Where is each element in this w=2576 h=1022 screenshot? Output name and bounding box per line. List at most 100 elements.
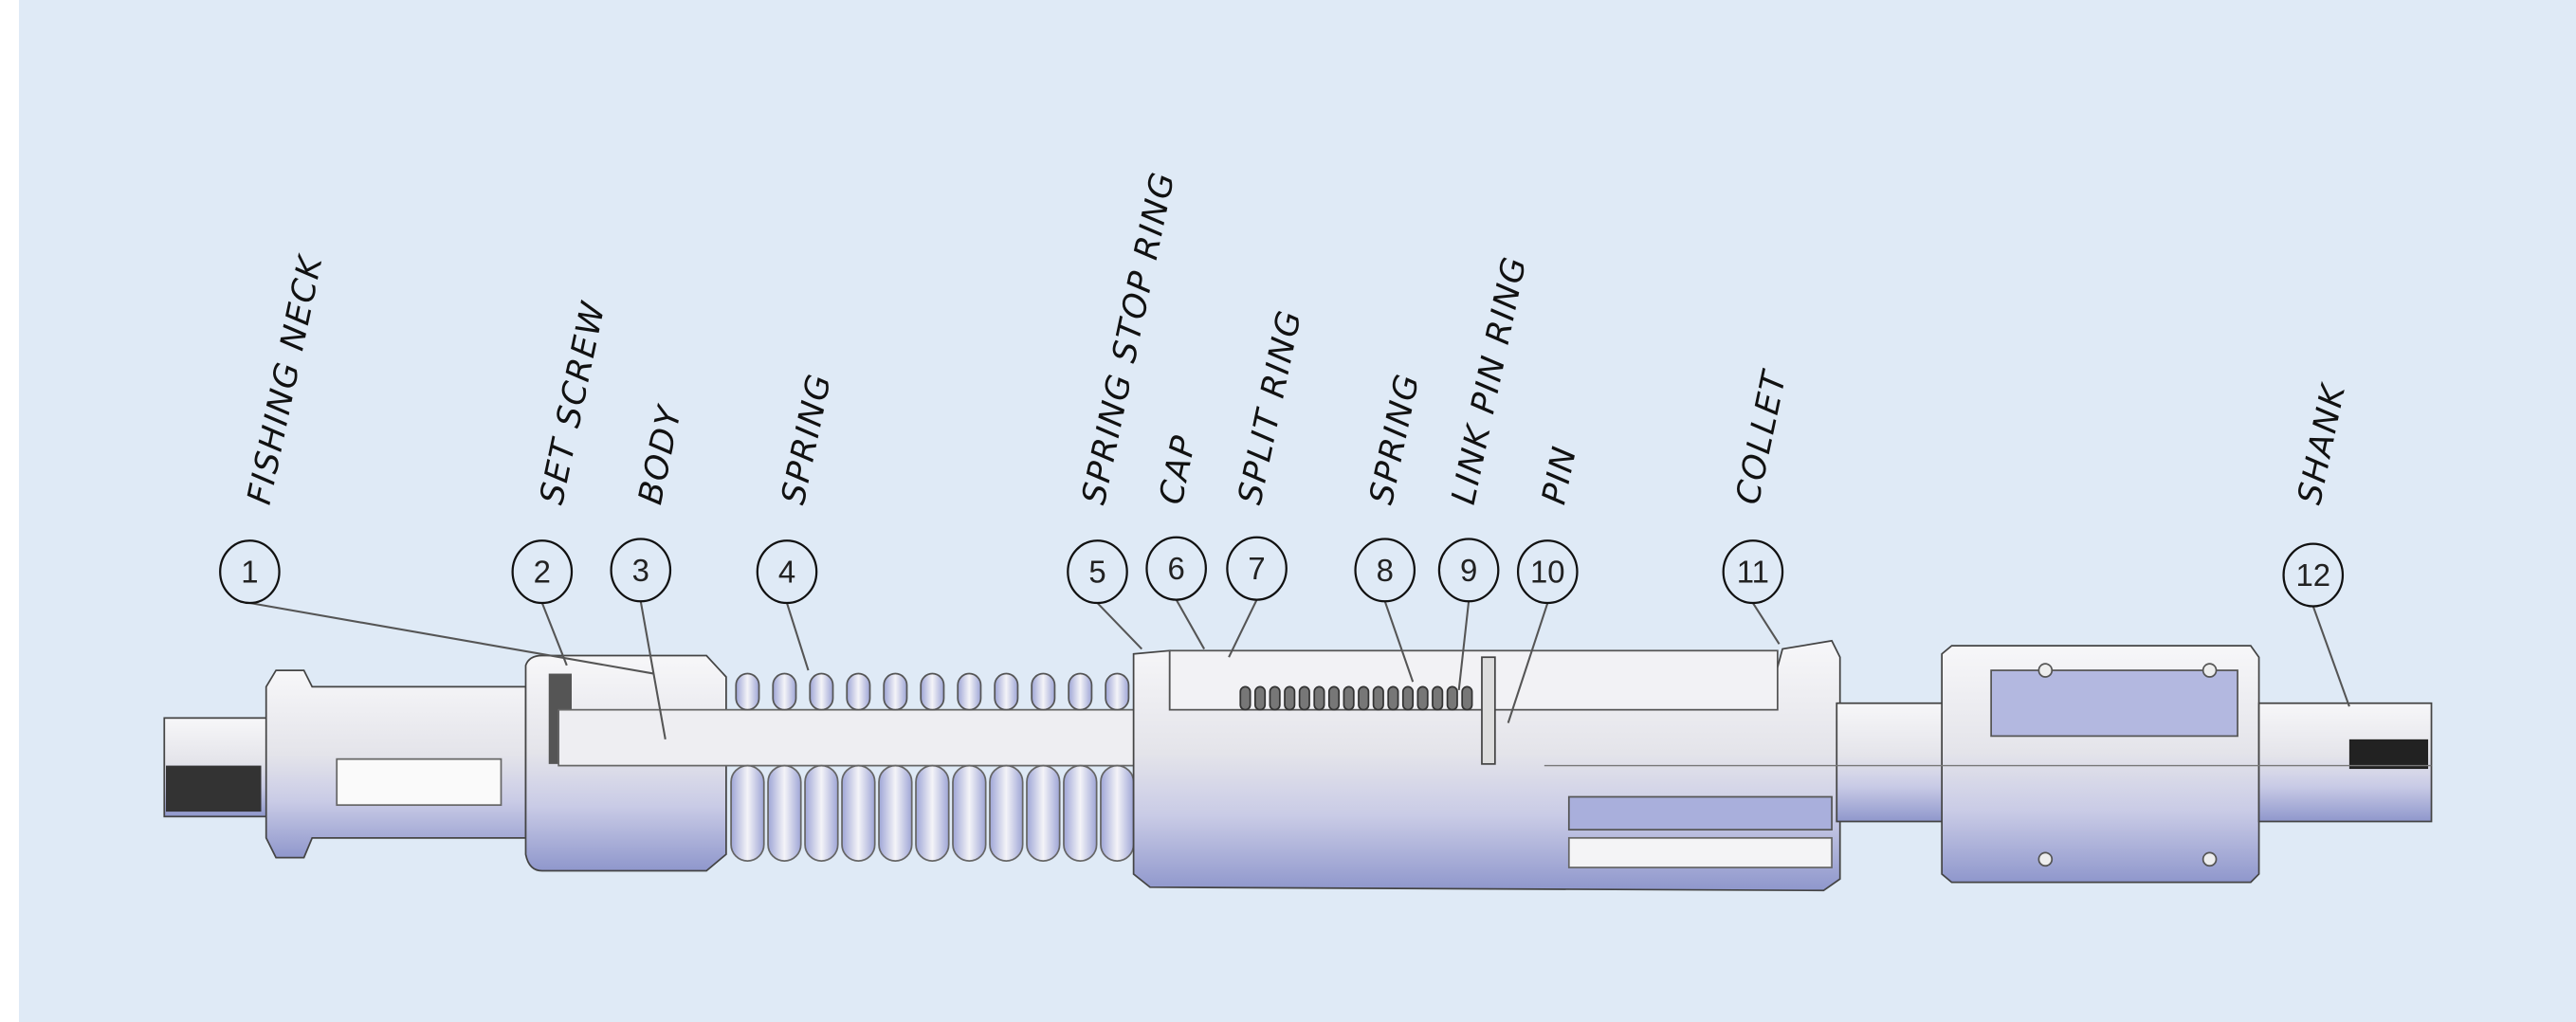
callout-circle (1722, 539, 1784, 605)
thread-right (2348, 739, 2429, 770)
leader-line (1175, 599, 1206, 650)
coil-small (1343, 685, 1355, 711)
spring-4-coils (730, 672, 1135, 862)
coil-small (1416, 685, 1429, 711)
coil-bottom (1063, 764, 1098, 862)
shank-bolt (2037, 663, 2054, 678)
coil-top (809, 672, 834, 711)
leader-line (1507, 602, 1549, 723)
part-number: 3 (632, 553, 649, 588)
callout-circle (511, 539, 574, 605)
coil-small (1401, 685, 1415, 711)
inner-shaft (557, 708, 1151, 767)
coil-small (1387, 685, 1399, 711)
callout-circle (2282, 542, 2345, 608)
coil-top (1068, 672, 1093, 711)
coil-bottom (730, 764, 765, 862)
part-label: BODY (631, 401, 689, 508)
coil-bottom (989, 764, 1024, 862)
part-number: 2 (534, 555, 551, 590)
leader-line (1383, 600, 1415, 683)
part-label: SPRING (1362, 370, 1427, 508)
coil-small (1327, 685, 1341, 711)
coil-small (1253, 685, 1267, 711)
coil-top (735, 672, 760, 711)
thread-left (166, 765, 262, 812)
callout-6: 6 CAP (1145, 431, 1207, 650)
callout-circle (756, 539, 818, 605)
tool-body (163, 639, 2433, 892)
callout-2: 2 SET SCREW (511, 298, 613, 666)
leader-line (2311, 606, 2350, 707)
coil-small (1446, 685, 1458, 711)
part-label: FISHING NECK (241, 250, 331, 508)
middle-shaft (1836, 702, 1946, 823)
coil-small (1298, 685, 1310, 711)
coil-bottom (1100, 764, 1135, 862)
part-label: SPRING (775, 370, 839, 508)
coil-top (846, 672, 871, 711)
coil-bottom (878, 764, 913, 862)
callout-circle (1516, 539, 1579, 605)
part-label: SET SCREW (533, 298, 612, 508)
shank-bolt (2201, 663, 2218, 678)
leader-line (249, 602, 654, 675)
coil-bottom (841, 764, 876, 862)
callout-circle (1067, 539, 1128, 605)
part-number: 9 (1460, 553, 1477, 588)
part-number: 10 (1530, 555, 1565, 590)
coil-top (957, 672, 982, 711)
leader-line (1457, 601, 1471, 690)
callout-circle (1226, 536, 1288, 601)
callout-circle (219, 539, 281, 605)
shank-bolt (2201, 851, 2218, 867)
part-number: 7 (1248, 551, 1265, 586)
callout-8: 8 SPRING (1354, 370, 1428, 683)
coil-bottom (804, 764, 839, 862)
shank-bolt (2037, 851, 2054, 867)
part-label: CAP (1153, 431, 1205, 508)
collet-finger (1567, 795, 1833, 831)
callout-3: 3 BODY (610, 401, 690, 740)
part-number: 6 (1168, 551, 1185, 586)
pin (1481, 656, 1496, 765)
part-number: 11 (1737, 555, 1769, 590)
coil-top (1031, 672, 1056, 711)
part-number: 1 (241, 555, 258, 590)
spring-8-coils (1239, 685, 1473, 711)
part-number: 12 (2295, 557, 2330, 593)
coil-small (1432, 685, 1444, 711)
housing-upper (1168, 649, 1779, 711)
coil-top (920, 672, 945, 711)
callout-11: 11 COLLET (1722, 366, 1795, 645)
leader-line (639, 601, 667, 740)
part-label: LINK PIN RING (1445, 252, 1535, 507)
coil-top (1105, 672, 1130, 711)
leader-line (1096, 602, 1143, 650)
coil-bottom (1026, 764, 1061, 862)
coil-bottom (767, 764, 802, 862)
coil-small (1461, 685, 1473, 711)
part-number: 5 (1088, 555, 1105, 590)
leader-line (540, 602, 568, 666)
part-label: COLLET (1729, 366, 1795, 508)
callout-12: 12 SHANK (2282, 379, 2354, 707)
part-label: SHANK (2291, 379, 2353, 508)
part-number: 8 (1377, 553, 1394, 588)
part-label: PIN (1535, 442, 1584, 507)
fishing-neck-window (336, 757, 502, 807)
coil-bottom (952, 764, 987, 862)
coil-small (1313, 685, 1325, 711)
leader-line (1228, 599, 1258, 658)
shank-window (1990, 669, 2238, 738)
coil-top (883, 672, 908, 711)
coil-small (1372, 685, 1384, 711)
callout-circle (1437, 538, 1500, 603)
callout-circle (1145, 536, 1207, 601)
coil-small (1239, 685, 1251, 711)
coil-small (1269, 685, 1281, 711)
